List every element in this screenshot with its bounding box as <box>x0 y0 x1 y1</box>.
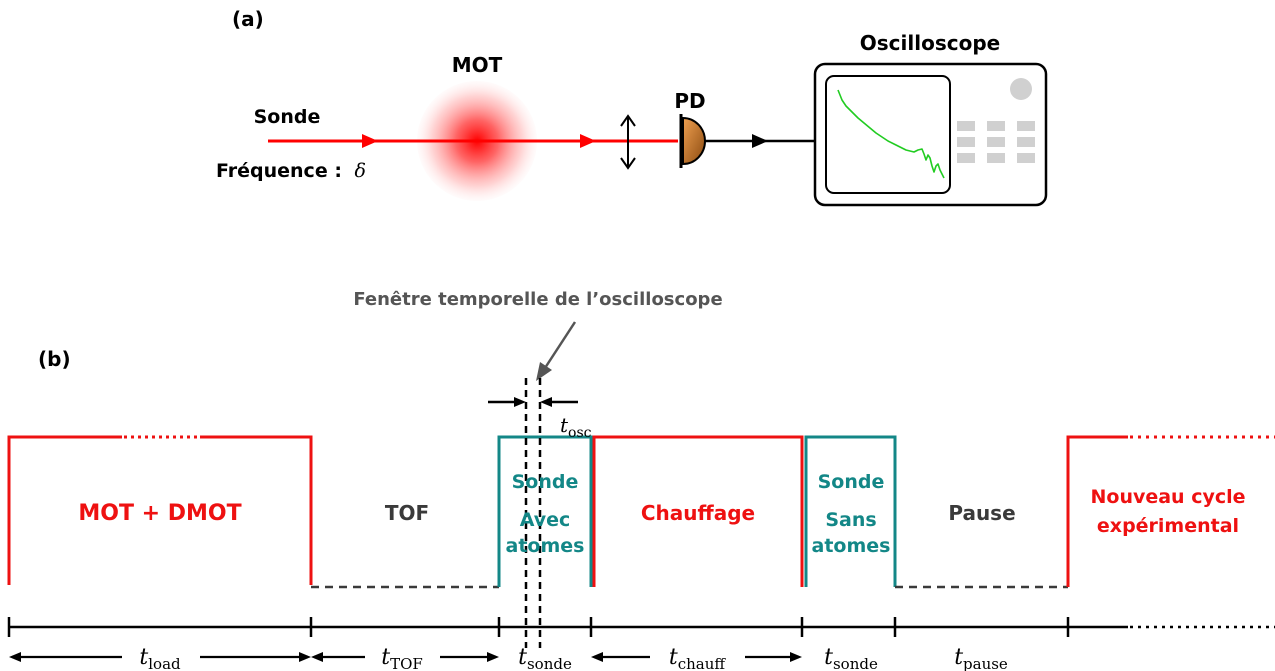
window-pointer-arrow <box>543 321 577 369</box>
phase-label-heating: Chauffage <box>641 501 755 525</box>
phase-label-probe1-l3: atomes <box>506 535 585 557</box>
arrowhead <box>299 652 311 662</box>
duration-label-chauff: tchauff <box>669 645 727 671</box>
arrowhead <box>311 652 323 662</box>
phase-label-probe2-l3: atomes <box>812 535 891 557</box>
duration-label-load: tload <box>139 645 181 671</box>
duration-subscript: sonde <box>527 655 572 671</box>
arrowhead <box>591 652 603 662</box>
osc-button <box>987 137 1005 147</box>
osc-button <box>957 121 975 131</box>
phase-label-probe2-l1: Sonde <box>818 471 885 493</box>
phase-label-mot: MOT + DMOT <box>78 501 241 526</box>
cable-arrow <box>752 134 768 148</box>
photodiode-icon <box>682 116 706 166</box>
frequency-symbol: δ <box>355 160 366 182</box>
tosc-symbol: t <box>560 413 569 437</box>
duration-symbol: t <box>824 645 833 670</box>
duration-label-pause: tpause <box>954 645 1008 671</box>
oscilloscope-trace <box>837 89 945 179</box>
panel-b-label: (b) <box>38 347 71 371</box>
duration-subscript: load <box>148 655 181 671</box>
duration-symbol: t <box>381 645 390 670</box>
beam-arrow-2 <box>580 134 596 148</box>
duration-subscript: TOF <box>390 655 423 671</box>
phase-label-probe2-l2: Sans <box>825 509 876 531</box>
probe-with-atoms-pulse <box>497 435 593 587</box>
duration-symbol: t <box>669 645 678 670</box>
frequency-text: Fréquence : <box>216 160 349 182</box>
panel-a-label: (a) <box>232 7 264 31</box>
oscilloscope-screen <box>825 75 951 194</box>
osc-button <box>1017 153 1035 163</box>
phase-label-new-cycle-l2: expérimental <box>1097 515 1239 537</box>
tosc-subscript: osc <box>568 425 592 441</box>
pd-label: PD <box>674 89 705 113</box>
oscilloscope-knob <box>1010 78 1032 100</box>
probe-label: Sonde <box>254 106 321 128</box>
oscilloscope-buttons <box>957 121 1035 163</box>
tosc-right-head <box>540 397 552 407</box>
lens-bottom-tip <box>620 157 636 170</box>
duration-label-probe2: tsonde <box>824 645 878 671</box>
phase-label-tof: TOF <box>385 501 429 525</box>
arrowhead <box>9 652 21 662</box>
lens-top-tip <box>620 114 636 127</box>
osc-button <box>957 137 975 147</box>
probe-without-atoms-pulse <box>804 435 897 587</box>
frequency-label: Fréquence : δ <box>216 160 366 182</box>
phase-label-probe1-l2: Avec <box>520 509 571 531</box>
window-pointer-head <box>536 362 552 381</box>
duration-arrowheads <box>9 652 802 662</box>
time-axis-ticks <box>7 617 1070 637</box>
phase-label-probe1-l1: Sonde <box>512 471 579 493</box>
osc-button <box>987 121 1005 131</box>
mot-label: MOT <box>452 53 503 77</box>
duration-subscript: chauff <box>678 655 727 671</box>
osc-button <box>1017 121 1035 131</box>
heating-pulse <box>592 435 804 587</box>
duration-subscript: sonde <box>833 655 878 671</box>
tosc-left-head <box>514 397 526 407</box>
arrowhead <box>790 652 802 662</box>
oscilloscope-label: Oscilloscope <box>860 31 1000 55</box>
window-annotation: Fenêtre temporelle de l’oscilloscope <box>353 289 722 310</box>
beam-arrow-1 <box>362 134 378 148</box>
phase-label-pause: Pause <box>948 501 1015 525</box>
mot-phase-end <box>200 435 313 585</box>
duration-subscript: pause <box>963 655 1008 671</box>
duration-label-tof: tTOF <box>381 645 423 671</box>
new-cycle-pulse <box>1066 435 1128 587</box>
mot-phase-pulse <box>7 435 122 585</box>
osc-button <box>1017 137 1035 147</box>
duration-symbol: t <box>954 645 963 670</box>
duration-label-probe1: tsonde <box>518 645 572 671</box>
tosc-label: tosc <box>560 413 592 441</box>
duration-symbol: t <box>139 645 148 670</box>
arrowhead <box>487 652 499 662</box>
osc-button <box>957 153 975 163</box>
osc-button <box>987 153 1005 163</box>
phase-label-new-cycle-l1: Nouveau cycle <box>1090 486 1245 508</box>
duration-symbol: t <box>518 645 527 670</box>
